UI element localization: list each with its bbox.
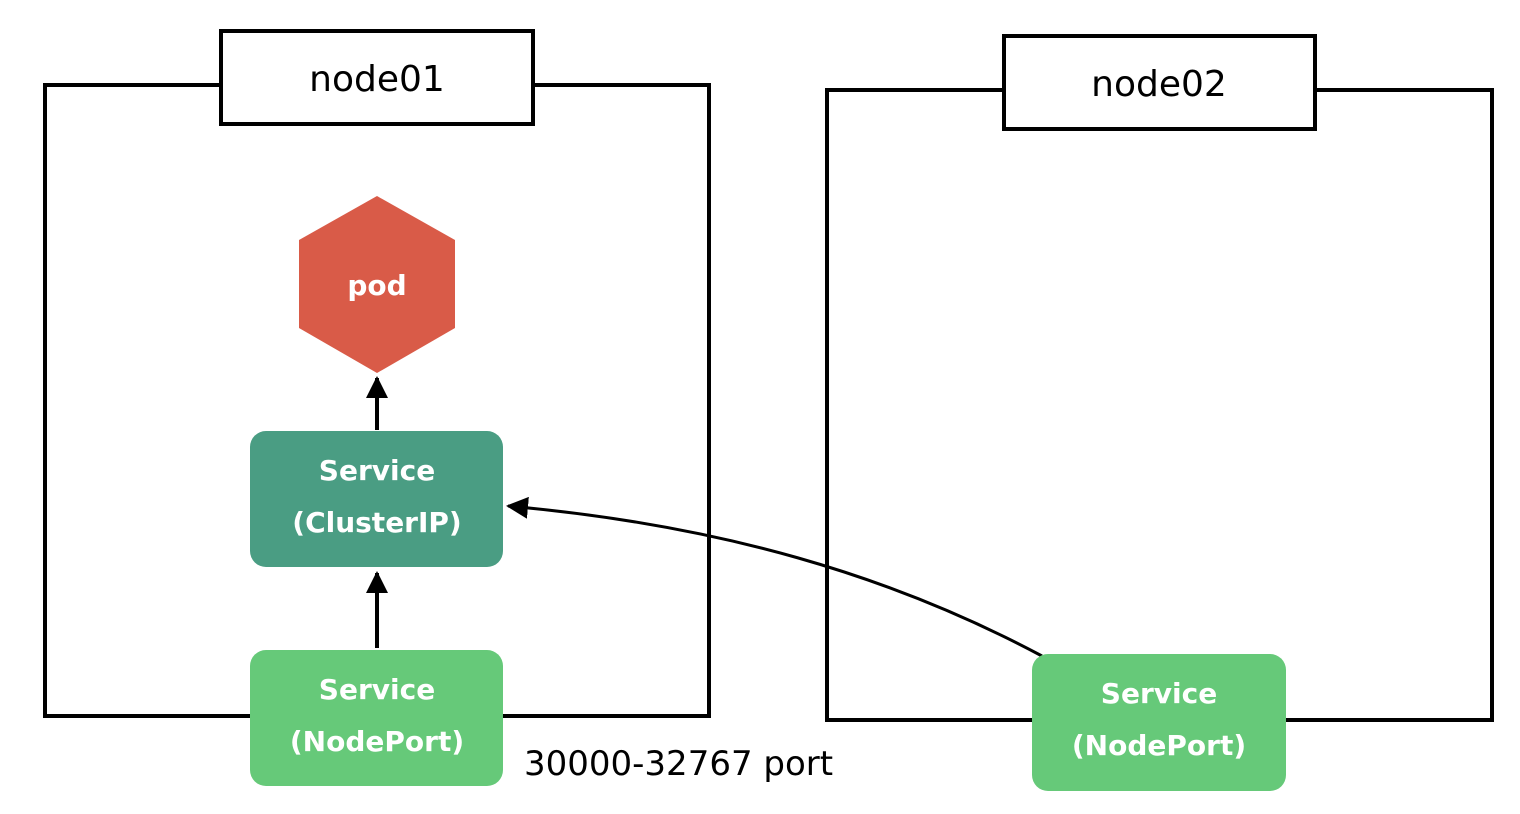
pod-group: pod xyxy=(299,196,455,373)
service-clusterip-line2: (ClusterIP) xyxy=(292,506,461,539)
node02-group: node02 xyxy=(825,34,1494,722)
pod-label: pod xyxy=(347,269,406,302)
service-nodeport-node01-box xyxy=(250,650,503,786)
service-nodeport-node02-box xyxy=(1032,654,1286,791)
service-nodeport-node01-line2: (NodePort) xyxy=(290,725,464,758)
service-nodeport-node01: Service (NodePort) xyxy=(250,650,503,786)
service-clusterip: Service (ClusterIP) xyxy=(250,431,503,567)
pod-hexagon xyxy=(299,196,455,373)
port-range-label: 30000-32767 port xyxy=(524,744,833,784)
service-nodeport-node02-line2: (NodePort) xyxy=(1072,729,1246,762)
service-clusterip-box xyxy=(250,431,503,567)
arrow-node02-nodeport-to-clusterip xyxy=(506,496,1043,658)
node02-frame xyxy=(825,88,1494,722)
service-nodeport-node01-line1: Service xyxy=(319,673,435,706)
node02-label-box xyxy=(1002,34,1317,131)
node01-label-box xyxy=(219,29,535,126)
service-nodeport-node02-line1: Service xyxy=(1101,677,1217,710)
node02-label: node02 xyxy=(1091,64,1227,105)
service-clusterip-line1: Service xyxy=(319,454,435,487)
node01-label: node01 xyxy=(309,59,445,100)
service-nodeport-node02: Service (NodePort) xyxy=(1032,654,1286,791)
